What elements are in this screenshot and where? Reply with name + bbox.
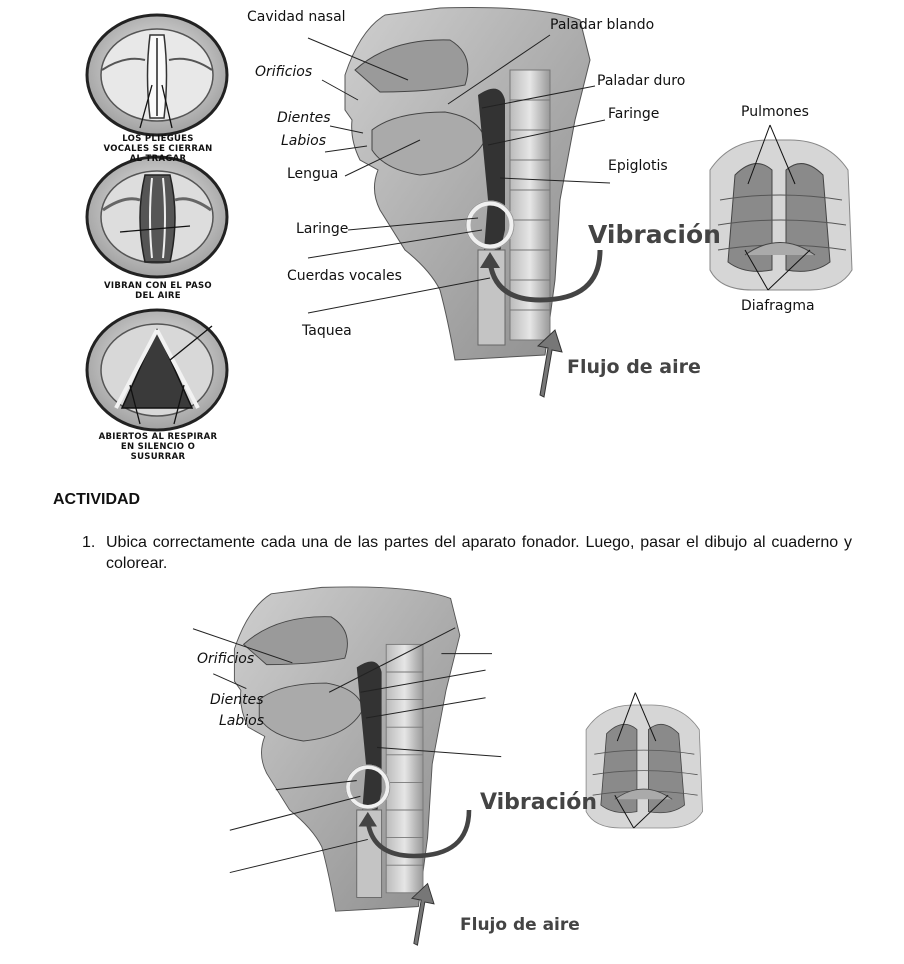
label-taquea: Taquea	[302, 323, 352, 339]
caption-folds-open: ABIERTOS AL RESPIRAR EN SILENCIO O SUSUR…	[98, 432, 218, 462]
label-dientes: Dientes	[277, 110, 331, 126]
label-paladar-blando: Paladar blando	[550, 17, 655, 33]
caption-folds-closed: LOS PLIEGUES VOCALES SE CIERRAN AL TRAGA…	[103, 134, 213, 164]
label-laringe: Laringe	[296, 221, 349, 237]
head-cross-section-bottom	[192, 586, 502, 946]
label-vibracion: Vibración	[588, 220, 721, 249]
activity-item-text: Ubica correctamente cada una de las part…	[106, 534, 852, 572]
label-dientes-bottom: Dientes	[210, 692, 264, 708]
caption-folds-vibrating: VIBRAN CON EL PASO DEL AIRE	[104, 281, 212, 301]
activity-item: 1. Ubica correctamente cada una de las p…	[82, 532, 852, 574]
label-cuerdas-vocales: Cuerdas vocales	[287, 268, 402, 284]
lungs-illustration-top	[709, 124, 853, 291]
label-orificios: Orificios	[255, 64, 313, 80]
label-labios-bottom: Labios	[219, 713, 265, 729]
label-diafragma: Diafragma	[741, 298, 815, 314]
vocal-folds-open-illustration	[85, 308, 229, 432]
label-labios: Labios	[281, 133, 327, 149]
label-flujo-de-aire-bottom: Flujo de aire	[460, 915, 580, 935]
activity-item-number: 1.	[82, 534, 96, 551]
label-faringe: Faringe	[608, 106, 660, 122]
label-vibracion-bottom: Vibración	[480, 790, 597, 815]
vocal-folds-vibrating-illustration	[85, 155, 229, 279]
label-flujo-de-aire: Flujo de aire	[567, 356, 701, 378]
activity-title: ACTIVIDAD	[53, 491, 141, 508]
label-lengua: Lengua	[287, 166, 339, 182]
label-orificios-bottom: Orificios	[197, 651, 255, 667]
lungs-illustration-bottom	[585, 692, 703, 829]
label-epiglotis: Epiglotis	[608, 158, 668, 174]
label-cavidad-nasal: Cavidad nasal	[247, 9, 346, 25]
label-paladar-duro: Paladar duro	[597, 73, 686, 89]
vocal-folds-closed-illustration	[85, 13, 229, 137]
head-cross-section-top	[307, 7, 611, 398]
label-pulmones: Pulmones	[741, 104, 809, 120]
